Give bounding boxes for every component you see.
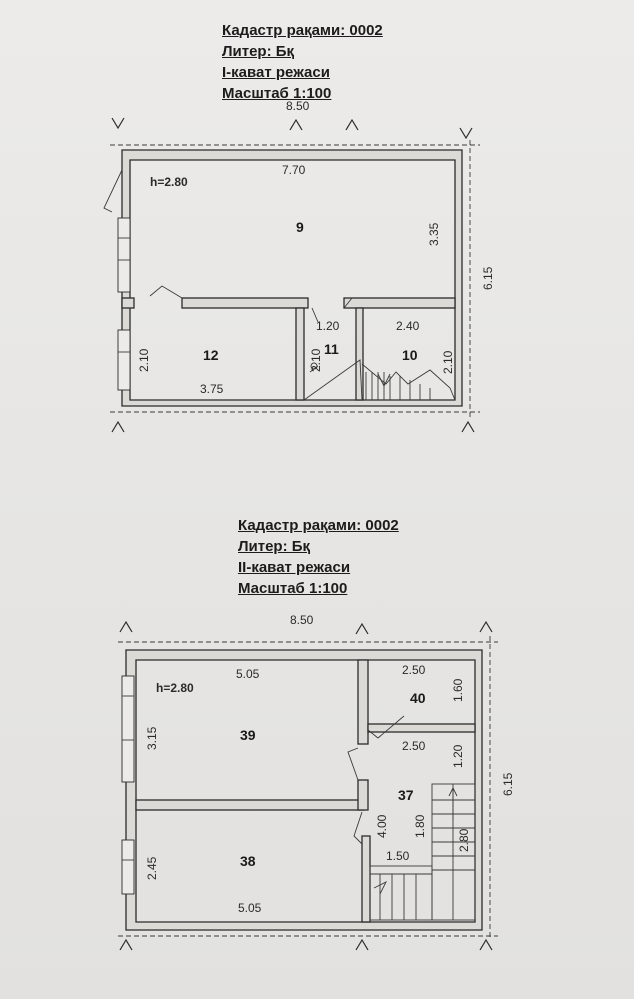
floor2-break-mark-bl [119, 938, 133, 951]
floor2-room37-number: 37 [398, 787, 414, 803]
floor1-room12-width: 3.75 [200, 382, 224, 396]
floor1-stair-diagonal-left [303, 359, 363, 401]
floor1-wall-room9-bottom-left [181, 297, 309, 309]
floor2-room37-mid-height: 1.80 [413, 814, 427, 838]
floor2-floor-name: II-кават режаси [238, 559, 351, 576]
floor1-wall-room9-bottom-right [343, 297, 456, 309]
floor2-room40-width: 2.50 [402, 663, 426, 677]
floor2-window-left-upper [121, 675, 135, 783]
floor2-door-room40 [367, 715, 405, 739]
floor1-room11-number: 11 [324, 341, 339, 357]
floor1-outer-height-label: 6.15 [481, 266, 495, 290]
floor1-room9-width: 7.70 [282, 163, 306, 177]
floor2-room37-bottom-width: 1.50 [386, 849, 410, 863]
floor1-break-mark-br [461, 420, 475, 433]
floor2-plan: 8.50 6.15 h=2.80 5.05 3.15 39 2.45 38 5.… [118, 613, 515, 951]
floor2-break-mark-tr [479, 620, 493, 633]
floor2-outer-height-label: 6.15 [501, 772, 515, 796]
floor1-wall-room11-left [295, 307, 305, 401]
floor2-room38-number: 38 [240, 853, 256, 869]
floor2-wall-39-right-lower [357, 779, 369, 811]
floor2-scale: Масштаб 1:100 [238, 580, 348, 597]
floor2-door-room38 [353, 811, 363, 845]
floor2-room40-height: 1.60 [451, 678, 465, 702]
floor2-liter: Литер: Бқ [238, 538, 311, 555]
floor1-room11-width: 1.20 [316, 319, 340, 333]
floor1-room10-number: 10 [402, 347, 418, 363]
floor1-room10-width: 2.40 [396, 319, 420, 333]
floor2-wall-39-38 [135, 799, 365, 811]
floor2-door-room39 [347, 747, 359, 781]
floor1-title-block: Кадастр рақами: 0002 Литер: Бқ I-кават р… [222, 20, 383, 104]
floor1-break-mark-top-mid2 [345, 118, 359, 131]
floor1-plan: 8.50 6.15 h=2.80 7.70 3.35 9 2.10 12 3.7… [103, 99, 495, 433]
floor1-door-entrance [103, 169, 123, 213]
floor1-height-label: h=2.80 [150, 175, 188, 189]
floor2-room39-number: 39 [240, 727, 256, 743]
floor1-door-room10 [343, 297, 353, 309]
floor2-room39-width: 5.05 [236, 667, 260, 681]
floor1-cadastre-number: Кадастр рақами: 0002 [222, 22, 383, 39]
floor2-outer-width-label: 8.50 [290, 613, 314, 627]
floor1-window-left-upper [117, 217, 131, 293]
floor2-room38-width: 5.05 [238, 901, 262, 915]
floor2-room39-height: 3.15 [145, 726, 159, 750]
floor1-wall-room11-right [355, 307, 364, 401]
floor1-room12-height: 2.10 [137, 348, 151, 372]
floor2-window-left-lower [121, 839, 135, 895]
floor1-stairs [361, 363, 456, 401]
floor2-break-mark-top-mid [355, 622, 369, 635]
floor2-room37-height: 4.00 [375, 814, 389, 838]
floor2-wall-38-right [361, 835, 371, 923]
floor2-break-mark-tl [119, 620, 133, 633]
floor1-wall-left-stub [121, 297, 135, 309]
floor2-room37-top-width: 2.50 [402, 739, 426, 753]
floor1-room9-number: 9 [296, 219, 304, 235]
floor2-cadastre-number: Кадастр рақами: 0002 [238, 517, 399, 534]
floor2-room40-number: 40 [410, 690, 426, 706]
floor1-stair-marker [310, 362, 318, 370]
floor1-room12-number: 12 [203, 347, 219, 363]
floor1-door-room11 [311, 307, 319, 323]
floor1-liter: Литер: Бқ [222, 43, 295, 60]
floor1-room10-height: 2.10 [441, 350, 455, 374]
floor2-stair-height: 2.80 [457, 828, 471, 852]
floor2-stairs [369, 783, 476, 921]
floor2-break-mark-bot-mid [355, 938, 369, 951]
floor2-height-label: h=2.80 [156, 681, 194, 695]
floor1-floor-name: I-кават режаси [222, 64, 330, 81]
floor1-door-room12 [149, 285, 183, 299]
floor1-window-left-lower [117, 329, 131, 391]
floor2-room37-upper-height: 1.20 [451, 744, 465, 768]
floor1-break-mark-top-mid1 [289, 118, 303, 131]
floor1-scale: Масштаб 1:100 [222, 85, 332, 102]
floor1-room11-height: 2.10 [309, 348, 323, 372]
floor1-room9-height: 3.35 [427, 222, 441, 246]
floor2-wall-40-bottom [367, 723, 476, 733]
floor2-title-block: Кадастр рақами: 0002 Литер: Бқ II-кават … [238, 515, 399, 599]
floor1-break-mark-tl [111, 117, 125, 130]
floor1-break-mark-tr [459, 127, 473, 140]
floor2-room38-height: 2.45 [145, 856, 159, 880]
floor1-break-mark-bl [111, 420, 125, 433]
floor2-wall-39-right [357, 659, 369, 745]
floor2-break-mark-br [479, 938, 493, 951]
floor1-outer-width-label: 8.50 [286, 99, 310, 113]
